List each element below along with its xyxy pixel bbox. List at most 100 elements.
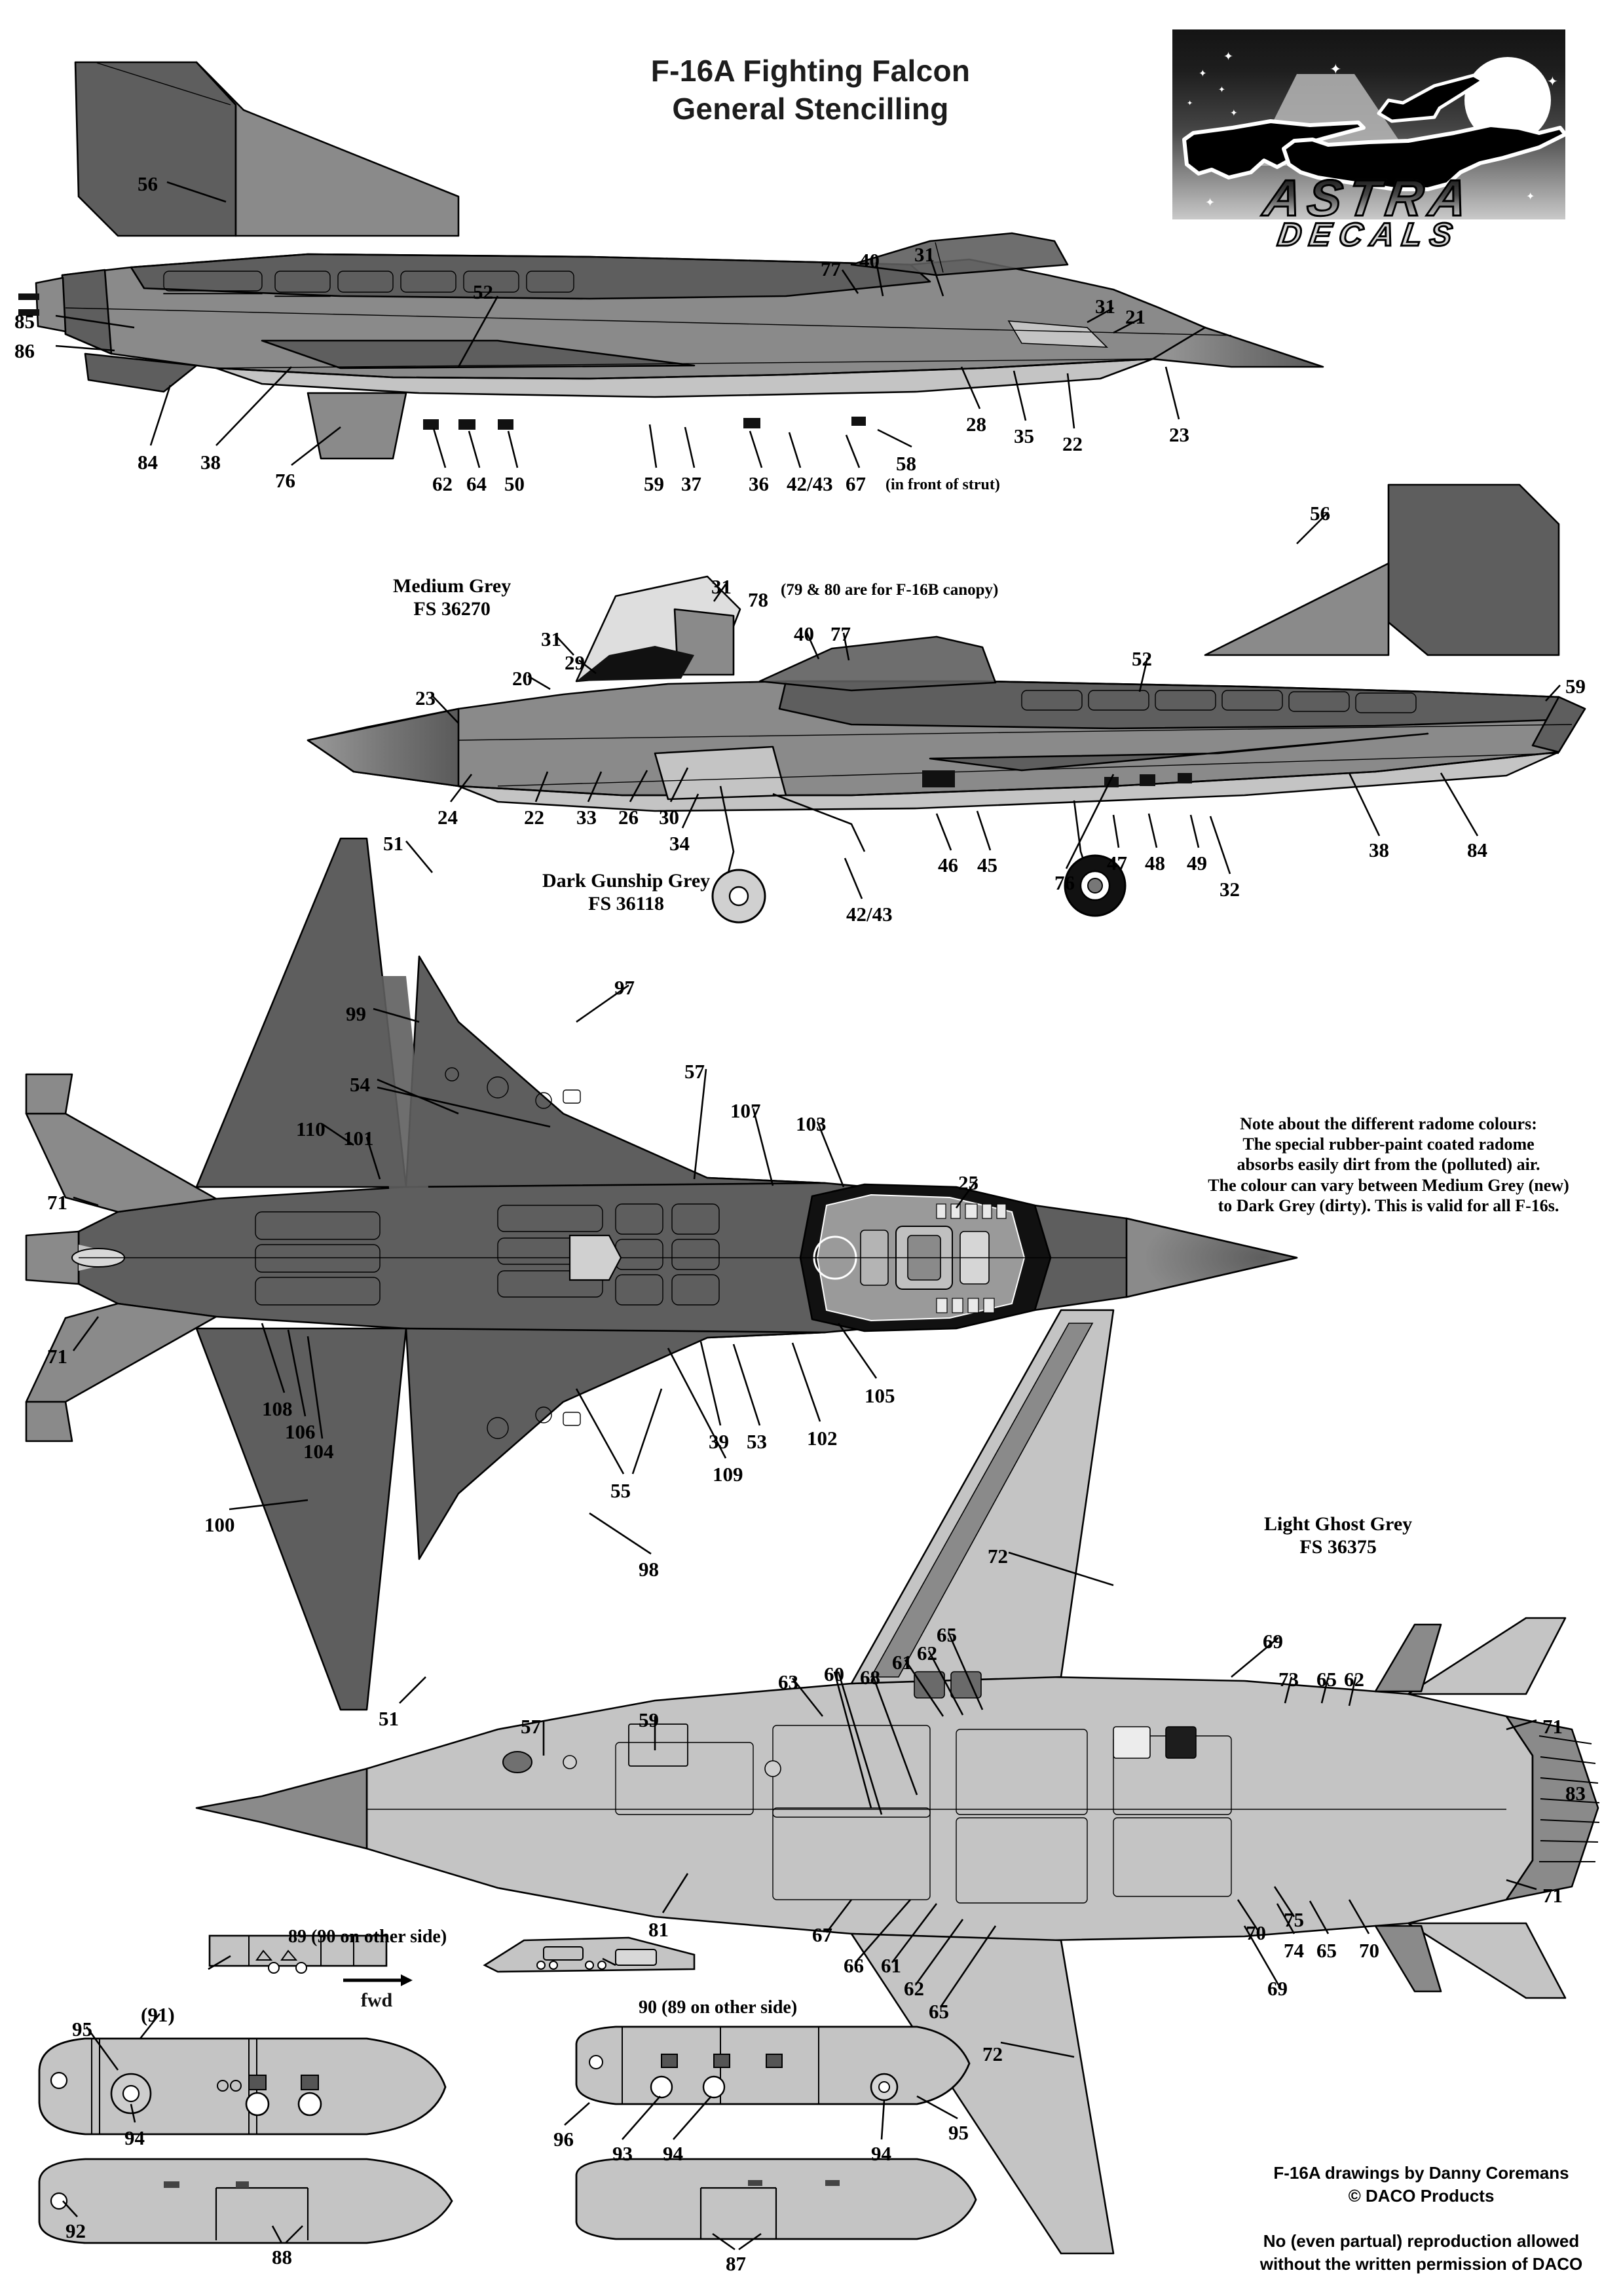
callout-number: 51 xyxy=(379,1707,399,1730)
view-plan-top xyxy=(25,837,1298,1711)
callout-number: 61 xyxy=(881,1954,901,1977)
callout-number: 68 xyxy=(860,1666,880,1689)
color-fs-code: FS 36375 xyxy=(1299,1535,1377,1558)
callout-number: 31 xyxy=(541,628,561,650)
callout-number: 101 xyxy=(343,1127,374,1150)
callout-number: 88 xyxy=(272,2246,292,2268)
fwd-label: fwd xyxy=(360,1989,393,2011)
callout-number: 25 xyxy=(958,1171,978,1194)
callout-number: 77 xyxy=(821,257,841,280)
callout-number: 65 xyxy=(1316,1668,1337,1691)
callout-number: 29 xyxy=(565,651,585,674)
callout-number: 76 xyxy=(1054,871,1075,894)
callout-number: 38 xyxy=(1369,838,1389,861)
callout-number: 51 xyxy=(383,832,403,855)
callout-number: 99 xyxy=(346,1002,366,1025)
callout-number: 95 xyxy=(948,2121,969,2144)
callout-number: 94 xyxy=(871,2142,891,2165)
callout-number: 22 xyxy=(524,806,544,829)
credits-line-1: F-16A drawings by Danny Coremans xyxy=(1273,2163,1569,2183)
callout-number: 31 xyxy=(914,243,935,266)
callout-number: 42/43 xyxy=(787,472,833,495)
stencil-marks-starboard xyxy=(922,770,1192,787)
color-label-medium-grey: Medium Grey FS 36270 xyxy=(393,575,511,621)
callout-number: 75 xyxy=(1284,1908,1304,1931)
callout-number: 53 xyxy=(747,1430,767,1453)
callout-number: 110 xyxy=(296,1118,326,1140)
color-name: Light Ghost Grey xyxy=(1264,1513,1413,1535)
callout-number: 70 xyxy=(1246,1921,1266,1944)
credits-line-2: © DACO Products xyxy=(1348,2186,1495,2206)
color-name: Medium Grey xyxy=(393,575,512,597)
callout-number: 26 xyxy=(618,806,639,829)
callout-number: 71 xyxy=(1542,1884,1563,1907)
radome-note-line-4: to Dark Grey (dirty). This is valid for … xyxy=(1218,1195,1559,1215)
callout-number: 105 xyxy=(865,1384,895,1407)
callout-number: 30 xyxy=(659,806,679,829)
callout-number: 78 xyxy=(748,588,768,611)
credits-block: F-16A drawings by Danny Coremans © DACO … xyxy=(1238,2162,1605,2276)
callout-number: 98 xyxy=(639,1558,659,1581)
callout-number: 36 xyxy=(749,472,769,495)
callout-number: 40 xyxy=(859,249,880,272)
credits-line-4: without the written permission of DACO xyxy=(1259,2254,1583,2274)
radome-note-title: Note about the different radome colours: xyxy=(1240,1114,1537,1133)
callout-number: 77 xyxy=(830,622,851,645)
callout-number: 65 xyxy=(937,1623,957,1646)
callout-number: 52 xyxy=(1132,647,1152,670)
star-icon: ✦ xyxy=(1205,197,1215,208)
panel-lines-starboard xyxy=(458,690,1573,787)
star-icon: ✦ xyxy=(1199,68,1207,79)
callout-number: 64 xyxy=(466,472,487,495)
callout-number: 38 xyxy=(200,451,221,474)
callout-number: 31 xyxy=(1095,295,1115,318)
title-line-2: General Stencilling xyxy=(672,91,949,126)
callout-number: 58 xyxy=(896,452,916,475)
callout-number: 56 xyxy=(138,172,158,195)
star-icon: ✦ xyxy=(1547,75,1558,89)
callout-number: 23 xyxy=(1169,423,1189,446)
callout-number: 84 xyxy=(138,451,158,474)
callout-number: 65 xyxy=(1316,1939,1337,1962)
color-fs-code: FS 36270 xyxy=(413,597,491,620)
color-name: Dark Gunship Grey xyxy=(542,870,711,892)
page-title: F-16A Fighting Falcon General Stencillin… xyxy=(0,52,1621,128)
astra-decals-logo: ✦ ✦ ✦ ✦ ✦ ✦ ✦ ✦ ✦ ✦ xyxy=(1172,20,1565,255)
logo-night-sky: ✦ ✦ ✦ ✦ ✦ ✦ ✦ ✦ ✦ ✦ xyxy=(1172,29,1565,219)
callout-number: 21 xyxy=(1125,305,1146,328)
logo-wordmark: ASTRA DECALS xyxy=(1172,168,1565,254)
callout-number: 59 xyxy=(1565,675,1586,698)
callout-number: 47 xyxy=(1107,852,1127,875)
callout-number: 104 xyxy=(303,1440,334,1463)
callout-number: 84 xyxy=(1467,838,1487,861)
callout-number: 81 xyxy=(648,1918,669,1941)
panel-lines-plan xyxy=(79,1203,1127,1306)
callout-number: 48 xyxy=(1145,852,1165,875)
fuel-tank-370-bottom xyxy=(38,2158,453,2244)
callout-number: 103 xyxy=(796,1112,827,1135)
callout-number: 108 xyxy=(262,1397,293,1420)
note-f16b-canopy: (79 & 80 are for F-16B canopy) xyxy=(781,581,999,599)
title-line-1: F-16A Fighting Falcon xyxy=(650,54,971,88)
fwd-direction-indicator: fwd xyxy=(341,1972,413,2012)
callout-number: 71 xyxy=(1542,1715,1563,1738)
callout-number: 39 xyxy=(709,1430,729,1453)
color-fs-code: FS 36118 xyxy=(588,892,665,914)
exhaust-nozzle-starboard xyxy=(1531,696,1586,753)
callout-number: 49 xyxy=(1187,852,1207,875)
callout-number: 94 xyxy=(124,2126,145,2149)
nose-landing-gear xyxy=(711,785,866,924)
callout-number: 34 xyxy=(669,832,690,855)
callout-number: 46 xyxy=(938,854,958,876)
radome-note-line-1: The special rubber-paint coated radome xyxy=(1242,1135,1535,1154)
star-icon: ✦ xyxy=(1223,50,1234,63)
note-in-front-of-strut: (in front of strut) xyxy=(885,476,1000,493)
callout-number: 92 xyxy=(65,2219,86,2242)
jet-silhouette-main xyxy=(1282,123,1565,191)
callout-number: 109 xyxy=(713,1463,743,1486)
callout-number: 74 xyxy=(1284,1939,1304,1962)
color-label-dark-gunship-grey: Dark Gunship Grey FS 36118 xyxy=(542,870,710,916)
callout-number: 50 xyxy=(504,472,525,495)
callout-number: 97 xyxy=(614,976,635,999)
exhaust-underside xyxy=(1505,1715,1600,1901)
